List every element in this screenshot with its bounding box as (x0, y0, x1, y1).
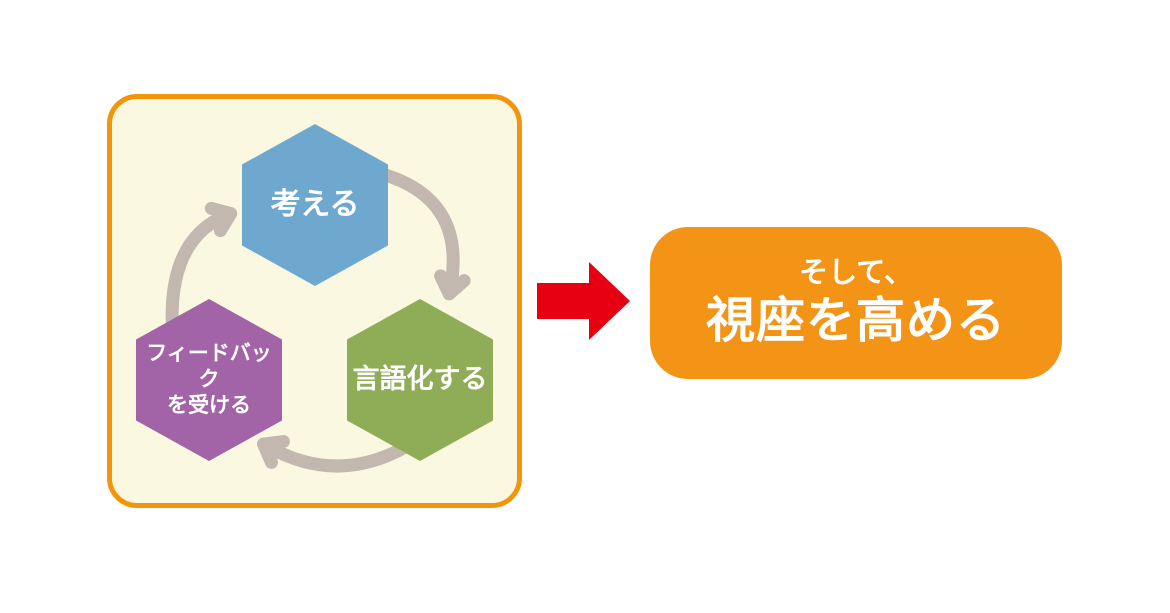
cycle-panel: 考える 言語化する フィードバック を受ける (107, 94, 522, 508)
arrow-think-to-verbalize-icon (368, 165, 471, 301)
node-think: 考える (242, 124, 388, 286)
arrow-verbalize-to-feedback-icon (257, 435, 414, 473)
arrow-feedback-to-think-icon (165, 201, 238, 345)
node-feedback-label: フィードバック を受ける (146, 341, 272, 418)
node-verbalize-label: 言語化する (352, 364, 488, 395)
result-line2: 視座を高める (705, 293, 1006, 348)
node-feedback: フィードバック を受ける (136, 299, 282, 461)
cycle-arrows (165, 165, 471, 473)
result-line1: そして、 (799, 257, 913, 290)
right-arrow-icon (537, 262, 630, 340)
result-box: そして、 視座を高める (650, 227, 1062, 379)
node-think-label: 考える (270, 188, 360, 222)
node-verbalize: 言語化する (347, 299, 493, 461)
